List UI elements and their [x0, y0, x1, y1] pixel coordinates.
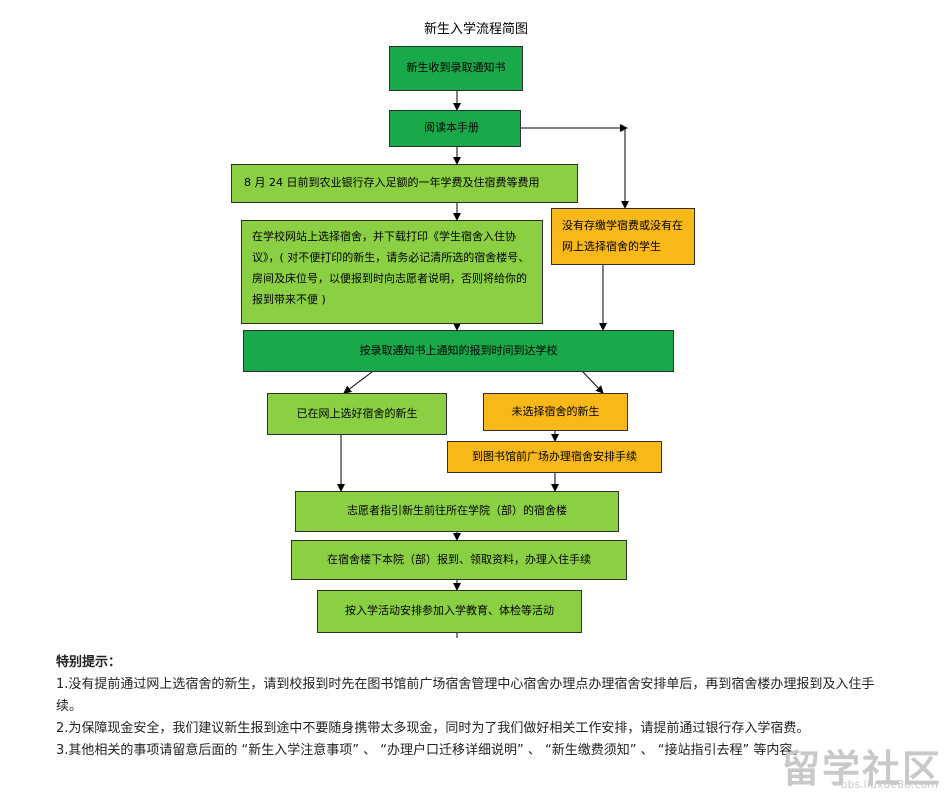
notes-heading: 特别提示： [56, 655, 122, 670]
step-arrive-at-school: 按录取通知书上通知的报到时间到达学校 [243, 330, 674, 372]
diagram-title: 新生入学流程简图 [423, 22, 528, 37]
step-volunteer-guidance: 志愿者指引新生前往所在学院（部）的宿舍楼 [295, 491, 619, 532]
note-item-3: 3.其他相关的事项请留意后面的 “新生入学注意事项” 、 “办理户口迁移详细说明… [56, 743, 806, 758]
step-dorm-selected: 已在网上选好宿舍的新生 [267, 393, 447, 435]
step-dorm-not-selected: 未选择宿舍的新生 [483, 393, 628, 431]
step-read-handbook: 阅读本手册 [389, 110, 521, 147]
note-item-1: 1.没有提前通过网上选宿舍的新生，请到校报到时先在图书馆前广场宿舍管理中心宿舍办… [56, 677, 875, 714]
arrow-b6-b7 [343, 371, 373, 394]
flow-arrows [337, 91, 629, 638]
step-orientation-activities: 按入学活动安排参加入学教育、体检等活动 [317, 590, 582, 633]
step-select-dorm-online: 在学校网站上选择宿舍，并下载打印《学生宿舍入住协议》，( 对不便打印的新生，请务… [241, 220, 543, 324]
special-notes: 特别提示： 1.没有提前通过网上选宿舍的新生，请到校报到时先在图书馆前广场宿舍管… [56, 652, 886, 762]
step-library-square-dorm-arrangement: 到图书馆前广场办理宿舍安排手续 [447, 441, 662, 473]
arrow-b6-b8 [582, 371, 604, 394]
step-receive-admission-letter: 新生收到录取通知书 [389, 46, 523, 91]
site-watermark-logo: 留学社区 [781, 747, 942, 791]
note-item-2: 2.为保障现金安全，我们建议新生报到途中不要随身携带太多现金，同时为了我们做好相… [56, 721, 810, 736]
site-watermark-url: bbs.liuxue86.com [840, 778, 938, 791]
step-deposit-fees: 8 月 24 日前到农业银行存入足额的一年学费及住宿费等费用 [231, 164, 578, 203]
step-register-and-check-in: 在宿舍楼下本院（部）报到、领取资料，办理入住手续 [291, 540, 627, 580]
step-no-fee-or-no-dorm: 没有存缴学宿费或没有在网上选择宿舍的学生 [551, 208, 695, 265]
